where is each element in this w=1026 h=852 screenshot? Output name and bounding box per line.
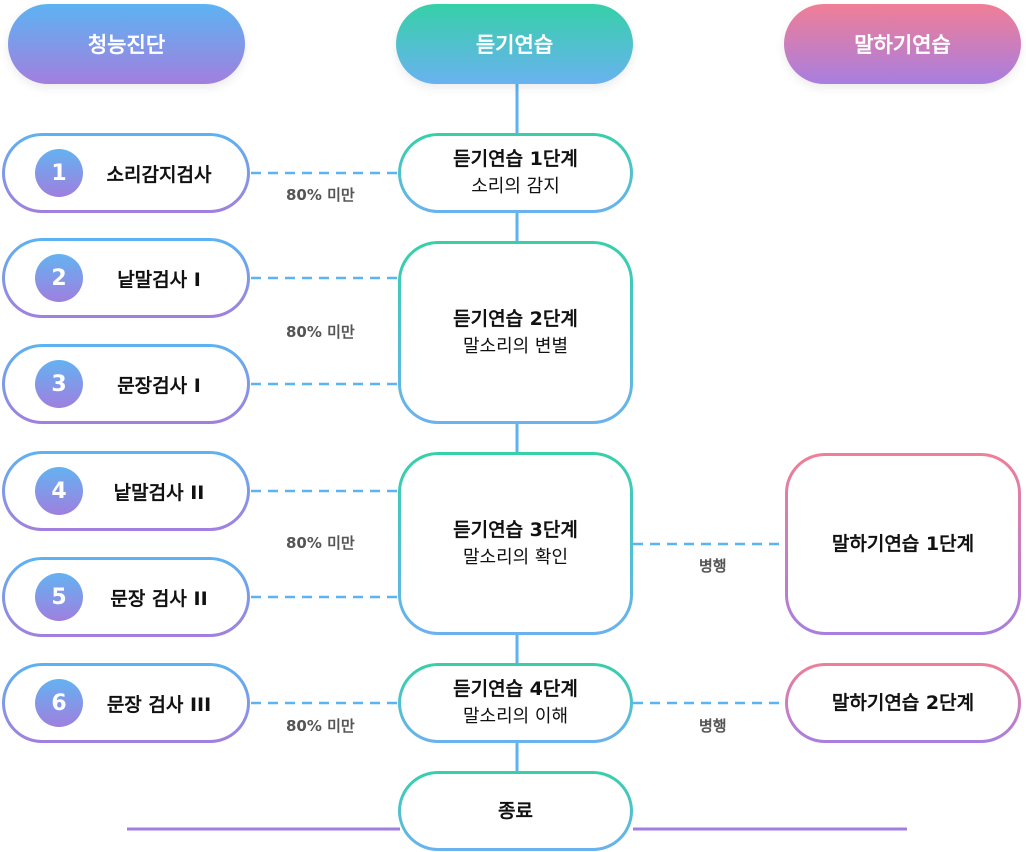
listening-stage-2: 듣기연습 2단계 말소리의 변별 xyxy=(398,241,633,424)
test-node-4: 4 낱말검사 II xyxy=(2,451,250,531)
test-label: 문장 검사 III xyxy=(106,693,212,716)
test-node-5: 5 문장 검사 II xyxy=(2,557,250,637)
listening-column-header: 듣기연습 xyxy=(396,4,633,84)
parallel-note-1: 병행 xyxy=(699,557,727,575)
test-label: 소리감지검사 xyxy=(106,163,212,186)
hearing-column-header: 청능진단 xyxy=(8,4,245,84)
test-node-1: 1 소리감지검사 xyxy=(2,133,250,213)
stage-subtitle: 말소리의 이해 xyxy=(462,706,569,727)
step-number-badge: 2 xyxy=(35,254,83,302)
threshold-note-1: 80% 미만 xyxy=(286,186,355,204)
step-number-badge: 5 xyxy=(35,573,83,621)
stage-title: 말하기연습 2단계 xyxy=(831,692,975,714)
test-node-2: 2 낱말검사 I xyxy=(2,238,250,318)
speaking-stage-2: 말하기연습 2단계 xyxy=(785,663,1021,743)
test-node-6: 6 문장 검사 III xyxy=(2,663,250,743)
step-number-badge: 3 xyxy=(35,360,83,408)
threshold-note-4: 80% 미만 xyxy=(286,717,355,735)
test-label: 문장 검사 II xyxy=(110,587,208,610)
stage-title: 듣기연습 2단계 xyxy=(453,307,578,330)
threshold-note-2: 80% 미만 xyxy=(286,323,355,341)
test-label: 낱말검사 II xyxy=(113,481,205,504)
parallel-note-2: 병행 xyxy=(699,717,727,735)
speaking-stage-1: 말하기연습 1단계 xyxy=(785,453,1021,635)
step-number-badge: 4 xyxy=(35,467,83,515)
step-number-badge: 6 xyxy=(35,679,83,727)
stage-title: 말하기연습 1단계 xyxy=(831,533,975,555)
test-node-3: 3 문장검사 I xyxy=(2,344,250,424)
speaking-column-header: 말하기연습 xyxy=(784,4,1021,84)
stage-subtitle: 소리의 감지 xyxy=(471,176,560,197)
stage-title: 듣기연습 1단계 xyxy=(453,148,578,170)
threshold-note-3: 80% 미만 xyxy=(286,534,355,552)
stage-title: 듣기연습 4단계 xyxy=(453,678,578,700)
listening-stage-4: 듣기연습 4단계 말소리의 이해 xyxy=(398,663,633,743)
step-number-badge: 1 xyxy=(35,149,83,197)
listening-stage-3: 듣기연습 3단계 말소리의 확인 xyxy=(398,452,633,635)
end-label: 종료 xyxy=(498,800,533,822)
test-label: 문장검사 I xyxy=(117,374,201,397)
end-node: 종료 xyxy=(398,771,633,851)
stage-title: 듣기연습 3단계 xyxy=(453,518,578,541)
listening-stage-1: 듣기연습 1단계 소리의 감지 xyxy=(398,133,633,213)
test-label: 낱말검사 I xyxy=(117,268,201,291)
stage-subtitle: 말소리의 확인 xyxy=(462,546,569,568)
stage-subtitle: 말소리의 변별 xyxy=(462,335,569,357)
